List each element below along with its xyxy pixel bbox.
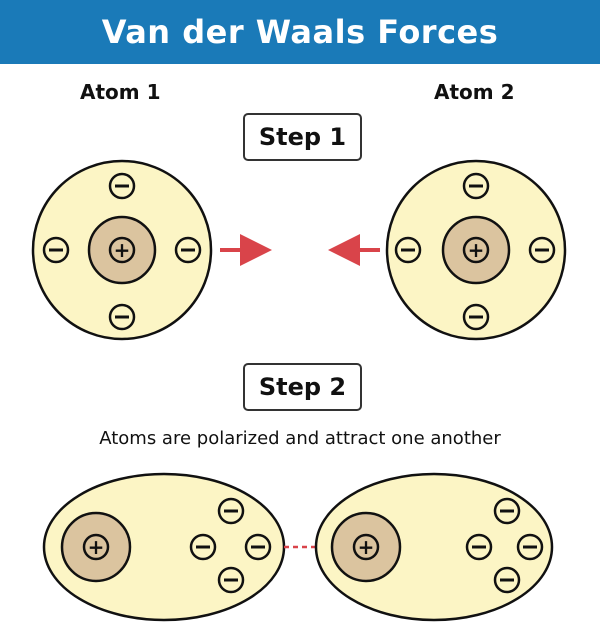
step-2-label-box: Step 2 <box>243 363 362 411</box>
atom-2-electron-right <box>528 236 556 264</box>
positive-sign: + <box>358 535 375 559</box>
polarized-atom-2-proton-charge: + <box>352 533 380 561</box>
polarized-atom-2-electron-bottom <box>493 566 521 594</box>
polarized-atom-2-electron-right <box>516 533 544 561</box>
atom-2-electron-left <box>394 236 422 264</box>
step-2-label: Step 2 <box>258 373 347 401</box>
atom-1-electron-left <box>42 236 70 264</box>
polarized-atom-1-nucleus <box>60 511 132 583</box>
atom-1-nucleus <box>87 215 157 285</box>
polarized-atom-2-cloud <box>314 472 554 622</box>
polarized-atom-1-electron-right <box>244 533 272 561</box>
atom-1-electron-bottom <box>108 303 136 331</box>
atom-1-proton-charge: + <box>108 236 136 264</box>
page-title: Van der Waals Forces <box>101 13 499 51</box>
step-1-label: Step 1 <box>258 123 347 151</box>
step-2-caption: Atoms are polarized and attract one anot… <box>99 428 501 449</box>
step2-atom-2: + <box>314 472 554 622</box>
polarized-atom-1-electron-bottom <box>217 566 245 594</box>
atom-2-electron-bottom <box>462 303 490 331</box>
step-1-label-box: Step 1 <box>243 113 362 161</box>
step1-atom-2: + <box>385 159 567 341</box>
atom-1-label: Atom 1 <box>80 80 161 104</box>
positive-sign: + <box>114 238 131 262</box>
polarized-atom-1-proton-charge: + <box>82 533 110 561</box>
polarized-atom-2-electron-left <box>465 533 493 561</box>
positive-sign: + <box>88 535 105 559</box>
atom-1-electron-right <box>174 236 202 264</box>
atom-2-electron-top <box>462 172 490 200</box>
positive-sign: + <box>468 238 485 262</box>
step2-atom-1: + <box>42 472 286 622</box>
polarized-atom-1-electron-top <box>217 497 245 525</box>
polarized-atom-2-nucleus <box>330 511 402 583</box>
step1-atom-1: + <box>31 159 213 341</box>
atom-2-proton-charge: + <box>462 236 490 264</box>
atom-1-electron-top <box>108 172 136 200</box>
atom-2-nucleus <box>441 215 511 285</box>
atom-2-label: Atom 2 <box>434 80 515 104</box>
polarized-atom-1-electron-left <box>189 533 217 561</box>
title-banner: Van der Waals Forces <box>0 0 600 64</box>
polarized-atom-2-electron-top <box>493 497 521 525</box>
